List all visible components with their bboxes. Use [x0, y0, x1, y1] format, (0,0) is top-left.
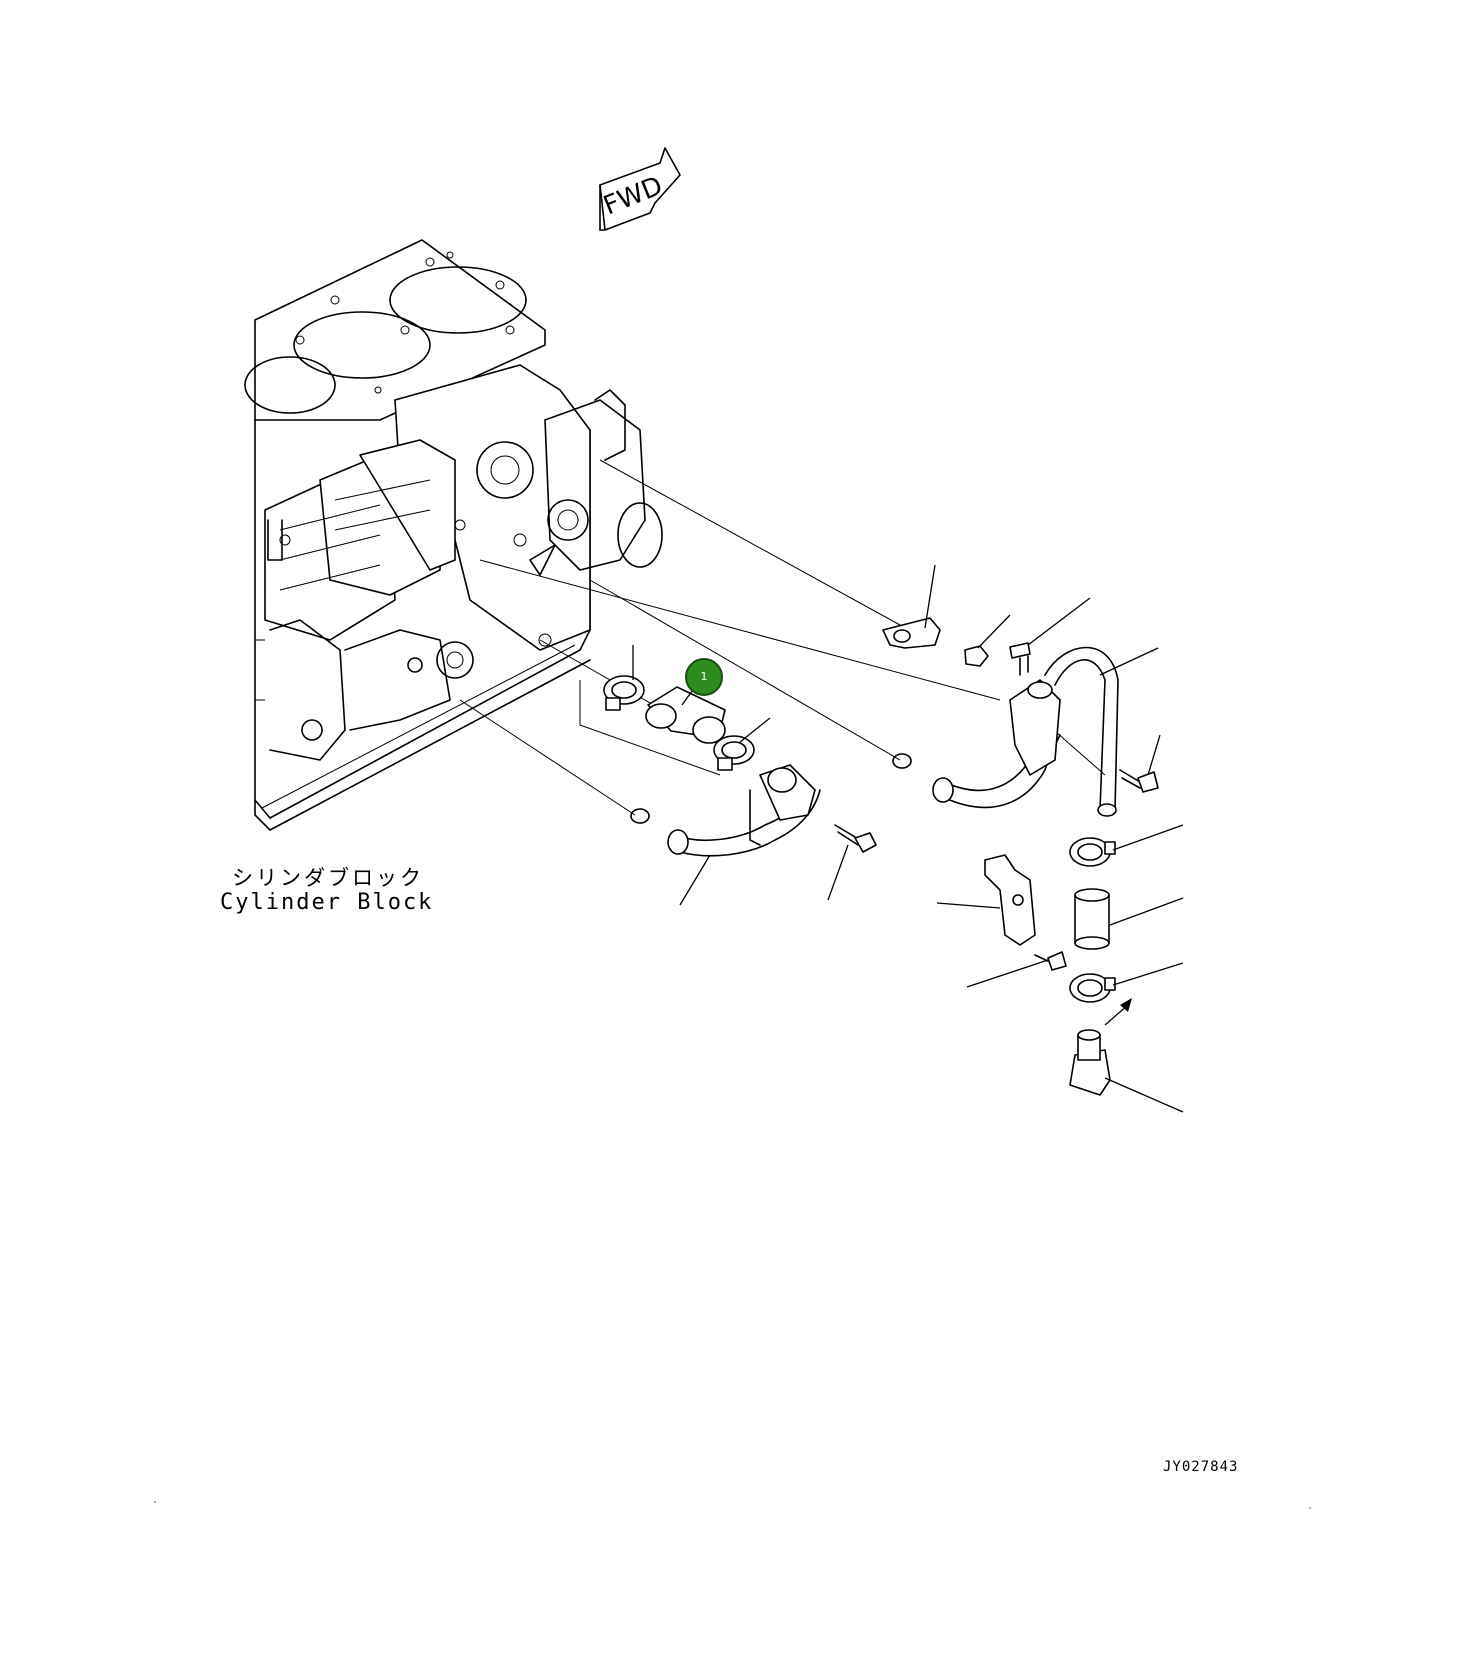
assembly-arrow-icon — [1120, 998, 1132, 1012]
o-ring-left — [630, 808, 650, 824]
bracket-top — [882, 617, 941, 649]
drawing-number: JY027843 — [1163, 1459, 1239, 1475]
corner-speck-left — [154, 1501, 156, 1503]
hose-right — [1074, 888, 1110, 950]
cylinder-block — [244, 239, 663, 831]
connection-lines — [459, 459, 1106, 816]
nut — [964, 645, 989, 667]
bolt-top — [1009, 642, 1031, 676]
hose-clamp-lower-right — [1069, 973, 1116, 1003]
bolt-bracket — [1034, 951, 1067, 971]
leader-lines — [632, 564, 1184, 1113]
bolt-lower — [834, 824, 877, 853]
cylinder-block-label-jp: シリンダブロック — [232, 866, 424, 890]
hose-part-1 — [645, 686, 726, 744]
callout-1-badge[interactable]: 1 — [685, 658, 723, 696]
o-ring-right — [892, 753, 912, 769]
bolt-right — [1119, 769, 1159, 793]
corner-speck-right — [1309, 1507, 1311, 1509]
fwd-arrow-icon: FWD — [599, 147, 681, 231]
elbow-fitting — [1069, 1029, 1111, 1096]
water-pipe-lower — [667, 764, 821, 857]
assembly-arrow-line — [1104, 1004, 1129, 1026]
cylinder-block-label-en: Cylinder Block — [220, 890, 434, 915]
water-pipe-upper — [932, 646, 1119, 817]
hose-clamp-left — [603, 675, 645, 711]
hose-clamp-right — [713, 735, 755, 771]
bracket-lower — [984, 854, 1036, 946]
hose-clamp-upper-right — [1069, 837, 1116, 867]
